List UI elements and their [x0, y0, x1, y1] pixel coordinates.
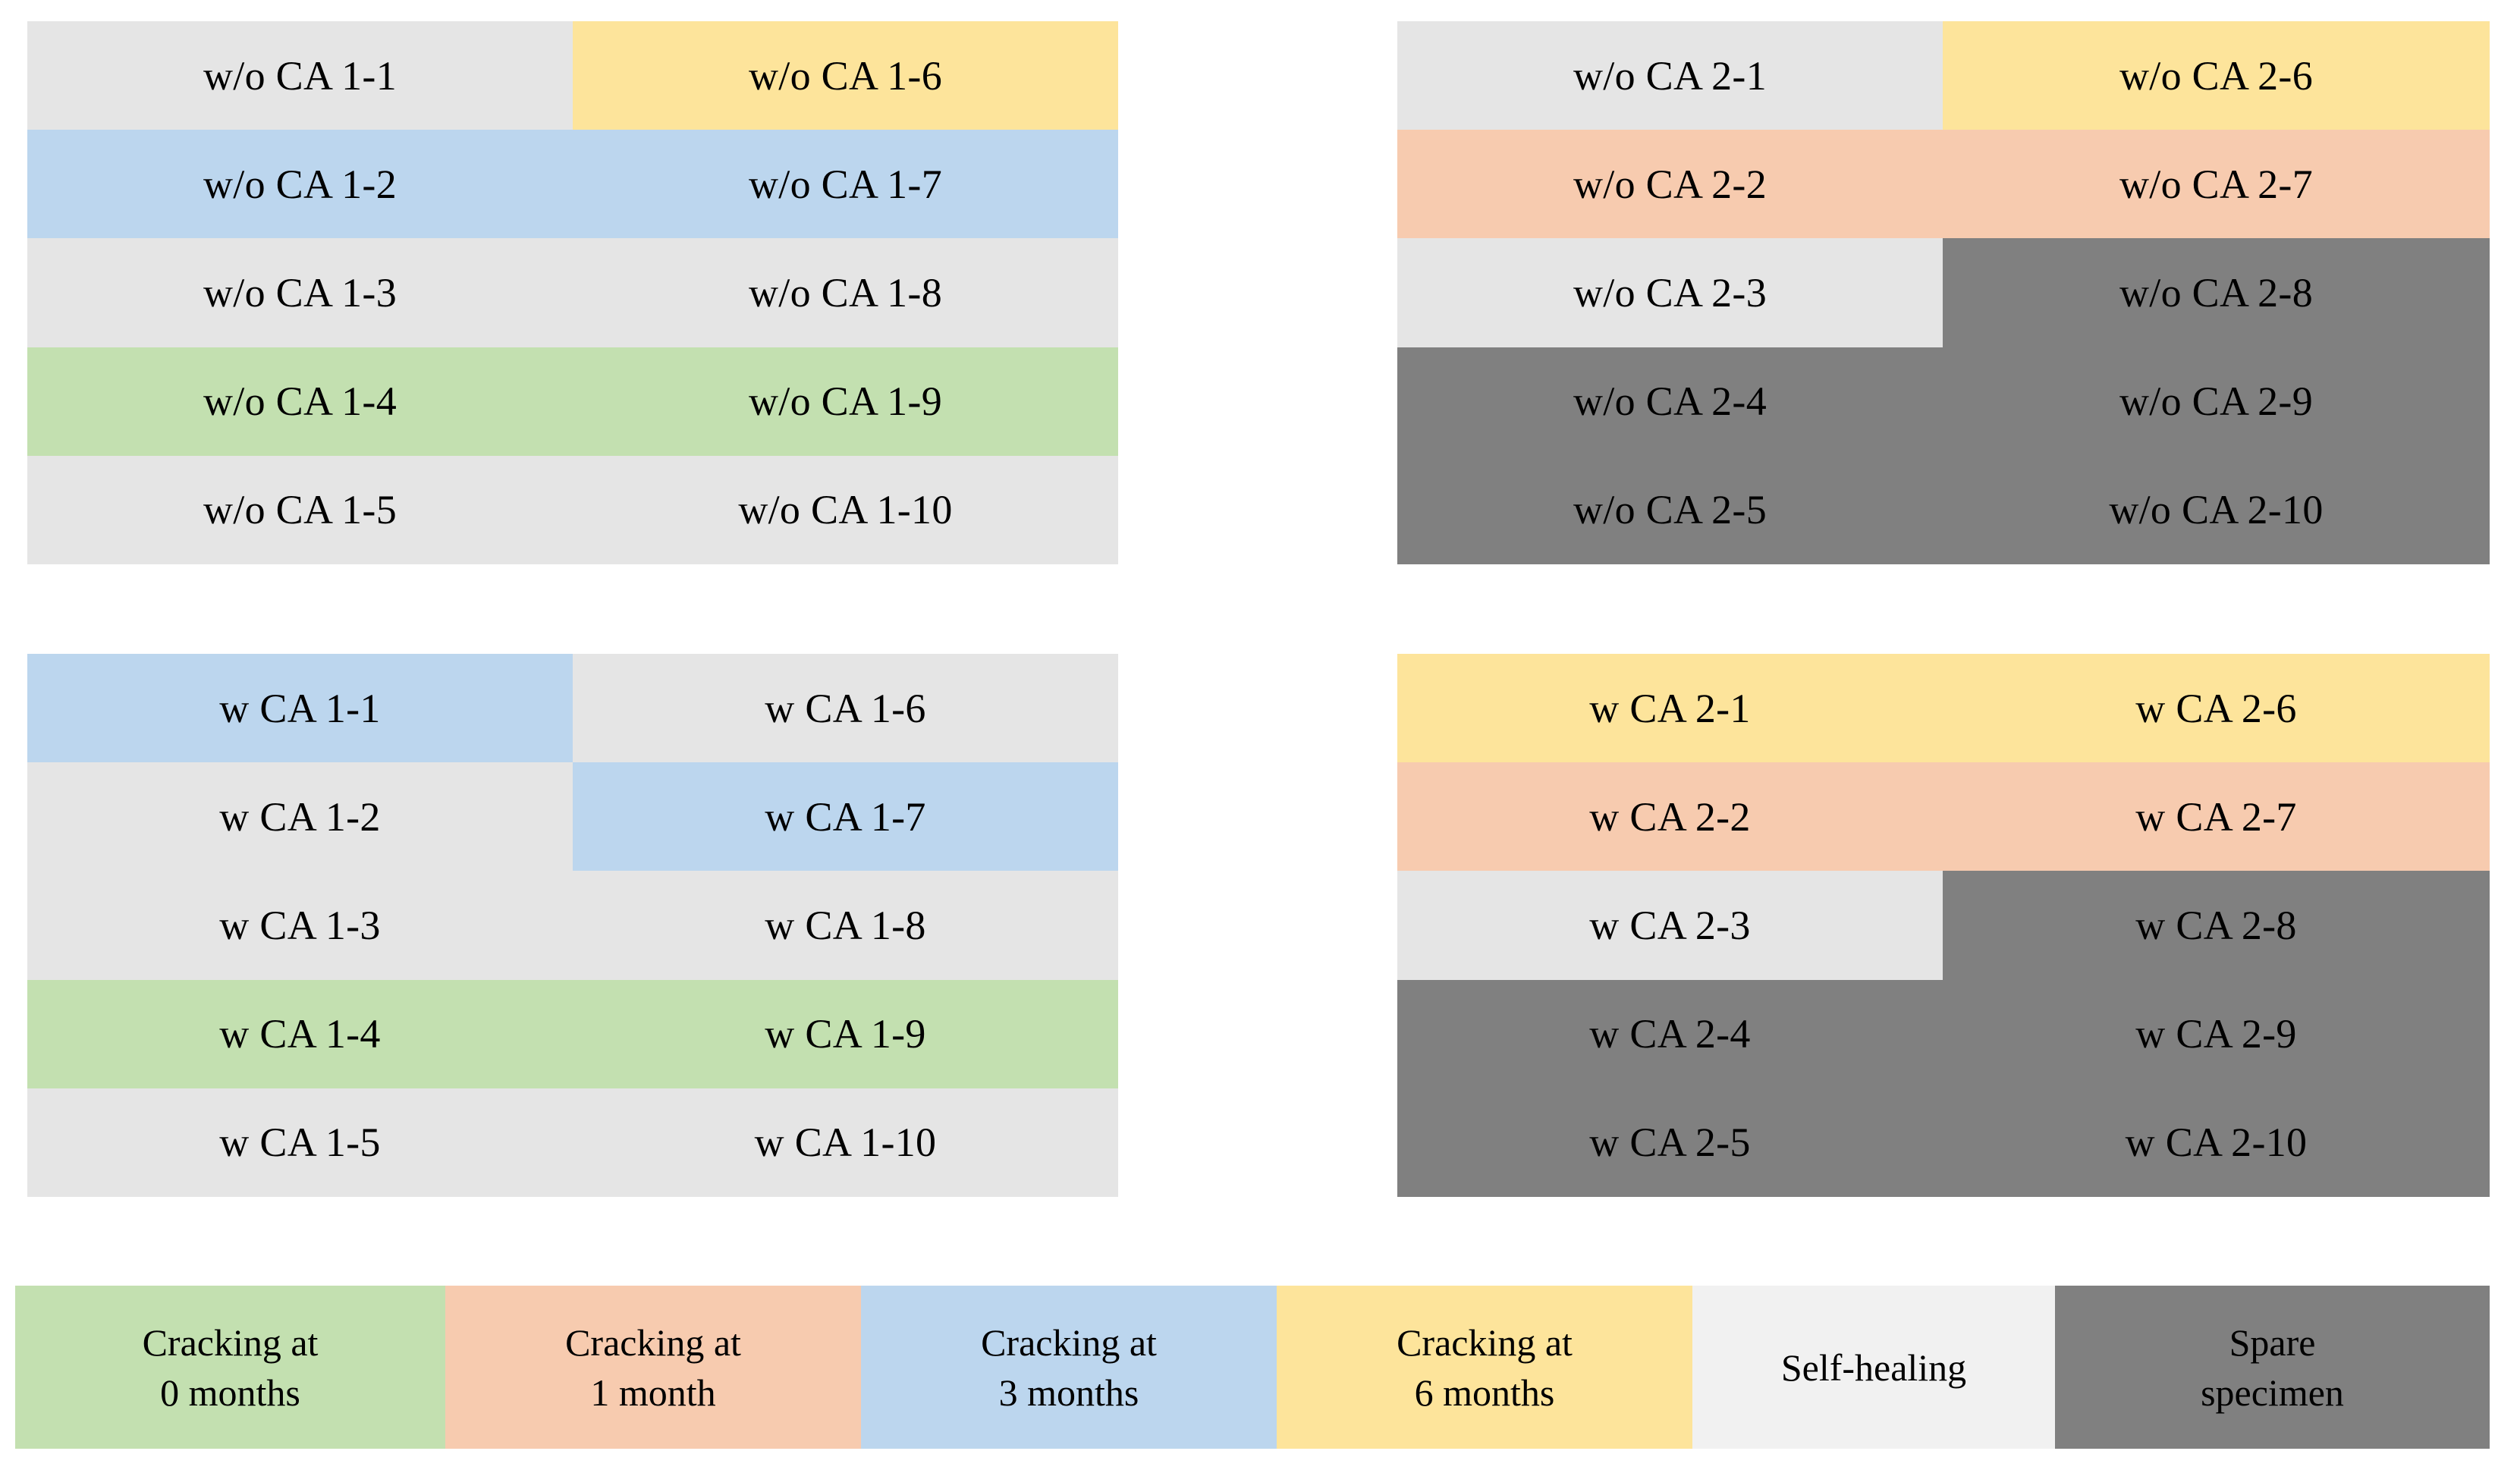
legend-item: Cracking at 3 months	[861, 1286, 1277, 1449]
legend-item-line2: 0 months	[160, 1371, 300, 1414]
specimen-cell: w/o CA 2-3	[1397, 238, 1943, 347]
specimen-cell: w/o CA 1-4	[27, 347, 573, 456]
legend-item-line1: Self-healing	[1780, 1346, 1967, 1389]
specimen-cell: w CA 1-6	[573, 654, 1118, 763]
specimen-cell: w/o CA 1-6	[573, 21, 1118, 130]
specimen-cell: w/o CA 1-2	[27, 130, 573, 239]
specimen-cell: w CA 1-3	[27, 871, 573, 980]
specimen-cell: w/o CA 2-2	[1397, 130, 1943, 239]
legend-item: Spare specimen	[2055, 1286, 2490, 1449]
specimen-cell: w CA 1-4	[27, 979, 573, 1088]
legend-item-line1: Cracking at	[142, 1321, 319, 1364]
specimen-cell: w CA 2-2	[1397, 762, 1943, 872]
specimen-cell: w/o CA 2-7	[1943, 130, 2490, 239]
specimen-cell: w CA 2-1	[1397, 654, 1943, 763]
specimen-cell: w/o CA 2-10	[1943, 455, 2490, 564]
legend-item: Cracking at 6 months	[1277, 1286, 1692, 1449]
legend-item-line2: 3 months	[998, 1371, 1139, 1414]
specimen-cell: w/o CA 1-3	[27, 238, 573, 347]
specimen-cell: w/o CA 2-4	[1397, 347, 1943, 456]
legend-item-line1: Spare	[2229, 1321, 2316, 1364]
specimen-cell: w CA 2-6	[1943, 654, 2490, 763]
legend-item-line1: Cracking at	[1397, 1321, 1573, 1364]
legend-item-line2: 1 month	[590, 1371, 716, 1414]
specimen-cell: w/o CA 1-7	[573, 130, 1118, 239]
specimen-cell: w CA 2-10	[1943, 1088, 2490, 1197]
legend-item-line1: Cracking at	[981, 1321, 1157, 1364]
specimen-cell: w/o CA 1-8	[573, 238, 1118, 347]
specimen-cell: w/o CA 2-5	[1397, 455, 1943, 564]
legend-item-line2: 6 months	[1414, 1371, 1555, 1414]
specimen-cell: w CA 1-2	[27, 762, 573, 872]
specimen-cell: w/o CA 1-1	[27, 21, 573, 130]
specimen-cell: w CA 1-8	[573, 871, 1118, 980]
specimen-cell: w CA 1-9	[573, 979, 1118, 1088]
specimen-cell: w CA 2-4	[1397, 979, 1943, 1088]
specimen-cell: w/o CA 2-6	[1943, 21, 2490, 130]
specimen-cell: w/o CA 2-1	[1397, 21, 1943, 130]
legend-item: Cracking at 0 months	[15, 1286, 445, 1449]
specimen-cell: w CA 2-9	[1943, 979, 2490, 1088]
specimen-cell: w/o CA 1-5	[27, 455, 573, 564]
specimen-cell: w/o CA 1-10	[573, 455, 1118, 564]
specimen-cell: w CA 1-10	[573, 1088, 1118, 1197]
specimen-cell: w/o CA 2-9	[1943, 347, 2490, 456]
specimen-cell: w CA 1-1	[27, 654, 573, 763]
specimen-cell: w CA 1-5	[27, 1088, 573, 1197]
specimen-cell: w CA 1-7	[573, 762, 1118, 872]
specimen-cell: w CA 2-7	[1943, 762, 2490, 872]
specimen-cell: w CA 2-5	[1397, 1088, 1943, 1197]
specimen-cell: w CA 2-3	[1397, 871, 1943, 980]
legend-item-line2: specimen	[2201, 1371, 2344, 1414]
legend-item: Self-healing	[1692, 1286, 2055, 1449]
specimen-cell: w/o CA 1-9	[573, 347, 1118, 456]
legend-item-line1: Cracking at	[565, 1321, 741, 1364]
specimen-cell: w/o CA 2-8	[1943, 238, 2490, 347]
specimen-cell: w CA 2-8	[1943, 871, 2490, 980]
legend-item: Cracking at 1 month	[445, 1286, 861, 1449]
